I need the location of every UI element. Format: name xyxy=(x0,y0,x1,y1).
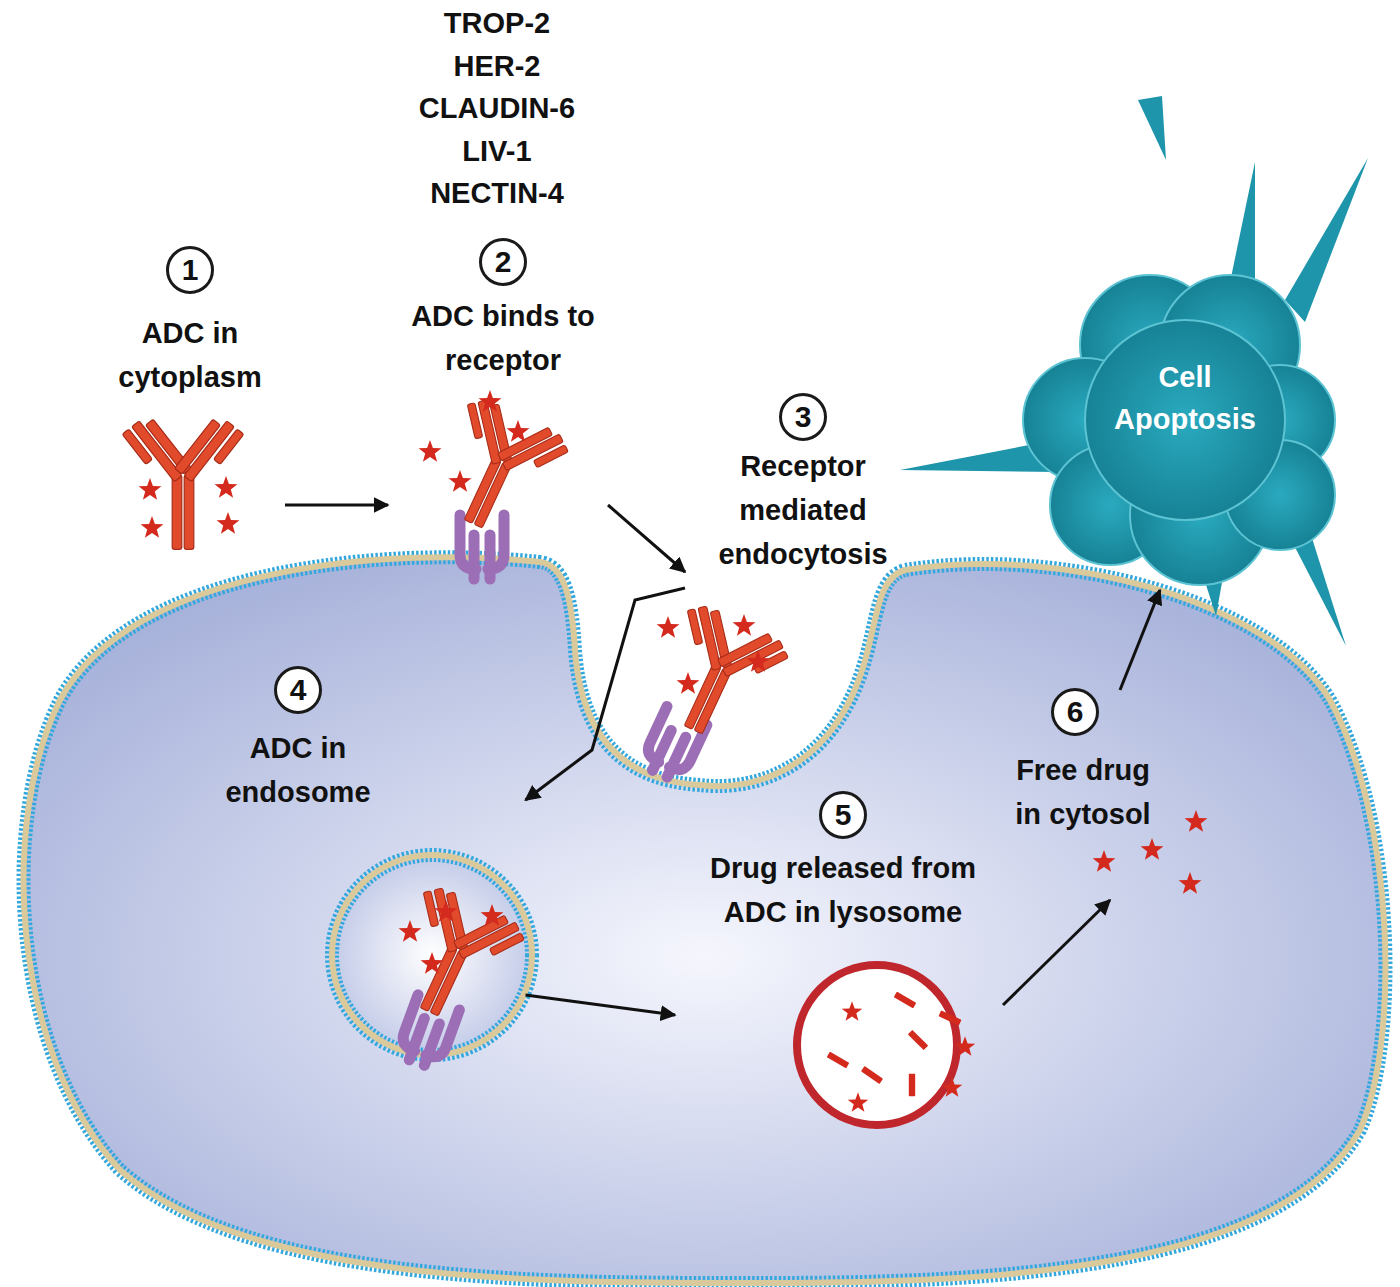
step-group: 3Receptor mediated endocytosis xyxy=(685,392,925,588)
lysosome xyxy=(797,965,957,1125)
endosome-membrane xyxy=(332,855,532,1055)
callout-number: 6 xyxy=(1051,688,1099,736)
drug-star xyxy=(399,920,422,942)
drug-star xyxy=(435,900,458,922)
antibody xyxy=(423,387,577,547)
step-label: ADC binds to receptor xyxy=(388,294,618,382)
cloud-lobe xyxy=(1085,320,1285,520)
drug-star xyxy=(481,904,504,926)
flow-arrow xyxy=(526,588,686,800)
step-label: Drug released from ADC in lysosome xyxy=(683,846,1003,934)
antibody-fragment xyxy=(827,1052,850,1069)
drug-star xyxy=(677,672,700,694)
cell-membrane xyxy=(24,557,1386,1283)
cloud-label: Cell Apoptosis xyxy=(1103,356,1268,440)
drug-star xyxy=(942,1077,963,1097)
drug-star xyxy=(848,1092,869,1112)
flow-arrow xyxy=(608,505,685,572)
flow-arrow xyxy=(1120,590,1160,690)
drug-star xyxy=(955,1036,976,1056)
step-group: 2ADC binds to receptor xyxy=(388,237,618,525)
step-label: Receptor mediated endocytosis xyxy=(701,444,906,576)
drug-star xyxy=(657,616,680,638)
drug-star xyxy=(421,952,444,974)
antibody xyxy=(122,414,244,550)
target-antigen: HER-2 xyxy=(347,45,647,88)
callout-number: 3 xyxy=(779,393,827,441)
drug-star xyxy=(1093,850,1116,872)
target-antigen: LIV-1 xyxy=(347,130,647,173)
apoptosis-spike xyxy=(1138,96,1166,160)
step-label: ADC in cytoplasm xyxy=(103,311,278,399)
drug-star xyxy=(842,1001,863,1021)
drug-star xyxy=(217,512,240,534)
flow-arrow xyxy=(1003,900,1110,1005)
antibody-fragment xyxy=(909,1074,915,1096)
antibody-fragment xyxy=(938,1010,961,1025)
drug-star xyxy=(733,614,756,636)
flow-arrow xyxy=(526,995,676,1015)
cell-body xyxy=(24,557,1386,1283)
drug-star xyxy=(139,478,162,500)
target-antigen: NECTIN-4 xyxy=(347,172,647,215)
apoptosis-spike xyxy=(1228,162,1255,292)
drug-star xyxy=(1179,872,1202,894)
callout-number: 5 xyxy=(819,791,867,839)
drug-star xyxy=(1141,838,1164,860)
apoptosis-cloud: Cell Apoptosis xyxy=(1030,270,1330,590)
drug-star xyxy=(479,390,502,412)
callout-number: 4 xyxy=(274,666,322,714)
flow-arrow xyxy=(285,504,388,507)
callout-number: 1 xyxy=(166,246,214,294)
target-antigen: TROP-2 xyxy=(347,2,647,45)
apoptosis-spike xyxy=(1285,158,1368,322)
callout-number: 2 xyxy=(479,238,527,286)
drug-star xyxy=(419,440,442,462)
antibody-fragment xyxy=(894,992,917,1009)
antibody-fragment xyxy=(908,1030,928,1050)
drug-star xyxy=(449,470,472,492)
antibody xyxy=(379,875,533,1035)
drug-star xyxy=(507,420,530,442)
target-antigen: CLAUDIN-6 xyxy=(347,87,647,130)
drug-star xyxy=(1185,810,1208,832)
step-group: 5Drug released from ADC in lysosome xyxy=(675,795,1003,1128)
endosome xyxy=(332,855,532,1055)
step-group: 6Free drug in cytosol xyxy=(1005,690,1235,900)
step-group: 4ADC in endosome xyxy=(206,665,536,1065)
step-label: Free drug in cytosol xyxy=(1008,748,1158,836)
drug-star xyxy=(215,476,238,498)
drug-star xyxy=(747,650,770,672)
step-group: 1ADC in cytoplasm xyxy=(95,245,285,565)
drug-star xyxy=(141,516,164,538)
antibody xyxy=(643,593,797,753)
step-label: ADC in endosome xyxy=(206,726,391,814)
antibody-fragment xyxy=(861,1066,883,1084)
